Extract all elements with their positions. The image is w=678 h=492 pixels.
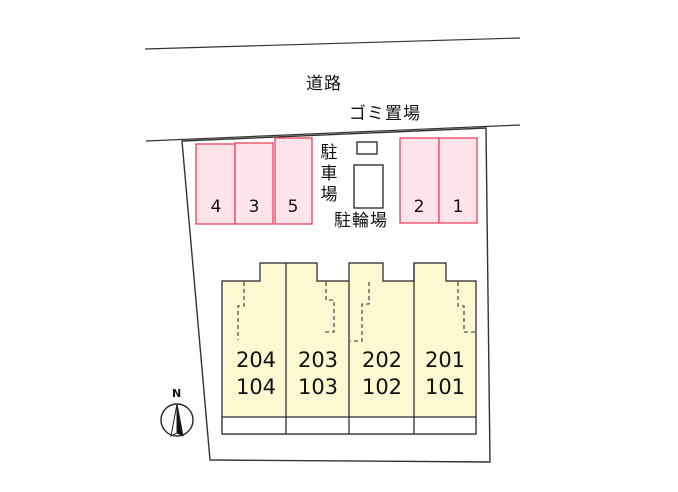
unit-number-lower: 104	[235, 375, 277, 399]
parking-stall-3	[234, 142, 274, 225]
parking-stall-label: 3	[248, 197, 260, 217]
unit-dividers	[285, 263, 415, 434]
unit-number-upper: 201	[424, 348, 466, 372]
unit-number-lower: 102	[361, 375, 403, 399]
north-arrow	[160, 403, 194, 437]
bicycle-parking-label: 駐輪場	[334, 211, 388, 231]
bicycle-parking-area	[353, 164, 384, 209]
parking-stall-2	[399, 137, 440, 224]
road-label: 道路	[306, 74, 342, 94]
unit-number-lower: 101	[424, 375, 466, 399]
garbage-area-label: ゴミ置場	[349, 104, 421, 124]
unit-number-lower: 103	[297, 375, 339, 399]
parking-stall-label: 5	[287, 197, 299, 217]
unit-number-upper: 203	[297, 348, 339, 372]
north-label: N	[172, 387, 182, 400]
unit-number-upper: 204	[235, 348, 277, 372]
parking-stall-label: 2	[413, 197, 425, 217]
garbage-area	[356, 141, 378, 155]
road-edge-top	[144, 37, 521, 50]
parking-stall-5	[274, 137, 313, 225]
interior-partitions	[237, 282, 476, 342]
parking-stall-label: 4	[210, 197, 222, 217]
unit-number-upper: 202	[361, 348, 403, 372]
parking-label: 駐車場	[320, 143, 338, 205]
road-edge-bottom	[145, 124, 521, 142]
parking-stall-4	[195, 143, 236, 225]
parking-stall-1	[438, 137, 478, 224]
parking-stalls	[195, 137, 478, 225]
parking-stall-label: 1	[452, 197, 464, 217]
